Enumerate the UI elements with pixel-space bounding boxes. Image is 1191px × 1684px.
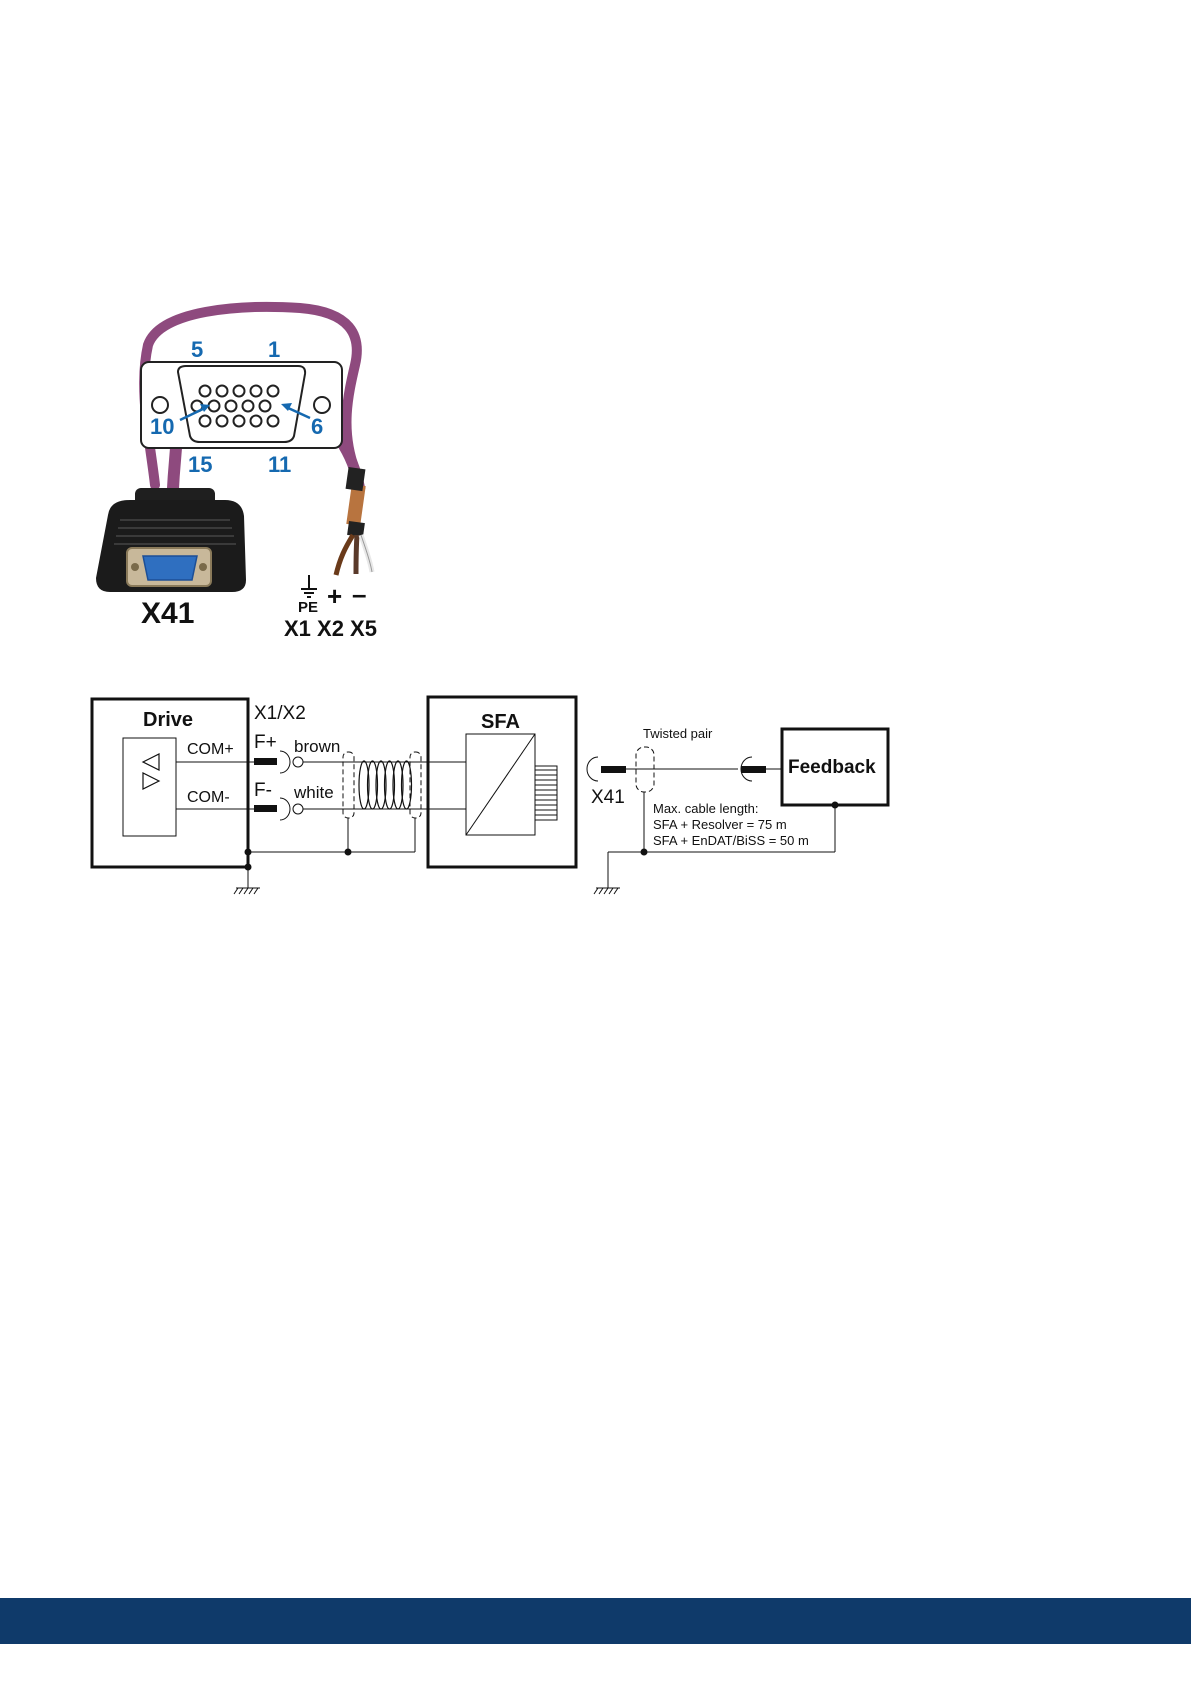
brown-wire-label: brown xyxy=(294,737,340,756)
dsub-pin-hole xyxy=(260,401,271,412)
twisted-pair-label: Twisted pair xyxy=(643,726,713,741)
cable-shield-braid xyxy=(346,484,365,526)
ground-symbol-icon xyxy=(301,575,317,597)
dsub-pin-hole xyxy=(251,416,262,427)
twisted-pair-coil xyxy=(359,761,412,809)
sfa-title: SFA xyxy=(481,711,520,733)
pin-label-11: 11 xyxy=(268,452,291,477)
sfa-converter-diagonal xyxy=(466,734,535,835)
pin-label-10: 10 xyxy=(150,414,174,439)
white-wire-label: white xyxy=(293,783,334,802)
pe-label: PE xyxy=(298,599,318,616)
vga-screw-right xyxy=(199,563,207,571)
connector-label-x41: X41 xyxy=(141,597,194,630)
drive-transceiver-box xyxy=(123,738,176,836)
footer-band xyxy=(0,1598,1191,1644)
pin-label-5: 5 xyxy=(191,337,203,362)
dsub-pin-hole xyxy=(234,416,245,427)
pin-label-1: 1 xyxy=(268,337,280,362)
x1x2-label: X1/X2 xyxy=(254,703,306,724)
dsub-pin-hole xyxy=(217,416,228,427)
drive-earth-icon xyxy=(234,888,260,894)
plus-symbol: + xyxy=(327,581,342,611)
f-minus-connector xyxy=(254,805,277,812)
dsub-pin-hole xyxy=(200,386,211,397)
dsub-pin-hole xyxy=(209,401,220,412)
pin-label-6: 6 xyxy=(311,414,323,439)
f-plus-connector xyxy=(254,758,277,765)
transceiver-left-triangle-icon xyxy=(143,754,159,770)
terminal-labels: X1 X2 X5 xyxy=(284,616,377,641)
cable-sleeve xyxy=(346,467,366,491)
f-plus-label: F+ xyxy=(254,732,277,753)
dsub-pin-hole xyxy=(234,386,245,397)
dsub-pin-hole xyxy=(243,401,254,412)
drive-title: Drive xyxy=(143,709,193,731)
com-minus-label: COM- xyxy=(187,789,230,806)
f-minus-label: F- xyxy=(254,780,272,801)
vga-screw-left xyxy=(131,563,139,571)
wire-pe xyxy=(336,535,353,575)
vga-socket-insert xyxy=(143,556,197,580)
wire-brown xyxy=(356,535,357,574)
transceiver-right-triangle-icon xyxy=(143,773,159,789)
sfa-device-photo: 5 1 10 6 15 11 X41 PE + – X1 X2 X5 xyxy=(96,307,377,641)
cable-note-line2: SFA + Resolver = 75 m xyxy=(653,817,787,832)
plate-hole-right xyxy=(314,397,330,413)
dsub-pin-hole xyxy=(217,386,228,397)
cable-note-line3: SFA + EnDAT/BiSS = 50 m xyxy=(653,833,809,848)
dsub-pin-hole xyxy=(226,401,237,412)
x41-sfa-connector xyxy=(601,766,626,773)
feedback-title: Feedback xyxy=(788,757,876,778)
dsub-pin-hole xyxy=(251,386,262,397)
feedback-connector xyxy=(741,766,766,773)
pin-label-15: 15 xyxy=(188,452,212,477)
x41-schematic-label: X41 xyxy=(591,787,625,808)
plate-hole-left xyxy=(152,397,168,413)
dsub-pin-hole xyxy=(200,416,211,427)
minus-symbol: – xyxy=(352,579,366,609)
sfa-connector-comb xyxy=(535,766,557,820)
sfa-earth-icon xyxy=(594,888,620,894)
cable-note-line1: Max. cable length: xyxy=(653,801,759,816)
dsub-pin-hole xyxy=(268,416,279,427)
dsub-pin-hole xyxy=(268,386,279,397)
com-plus-label: COM+ xyxy=(187,741,234,758)
